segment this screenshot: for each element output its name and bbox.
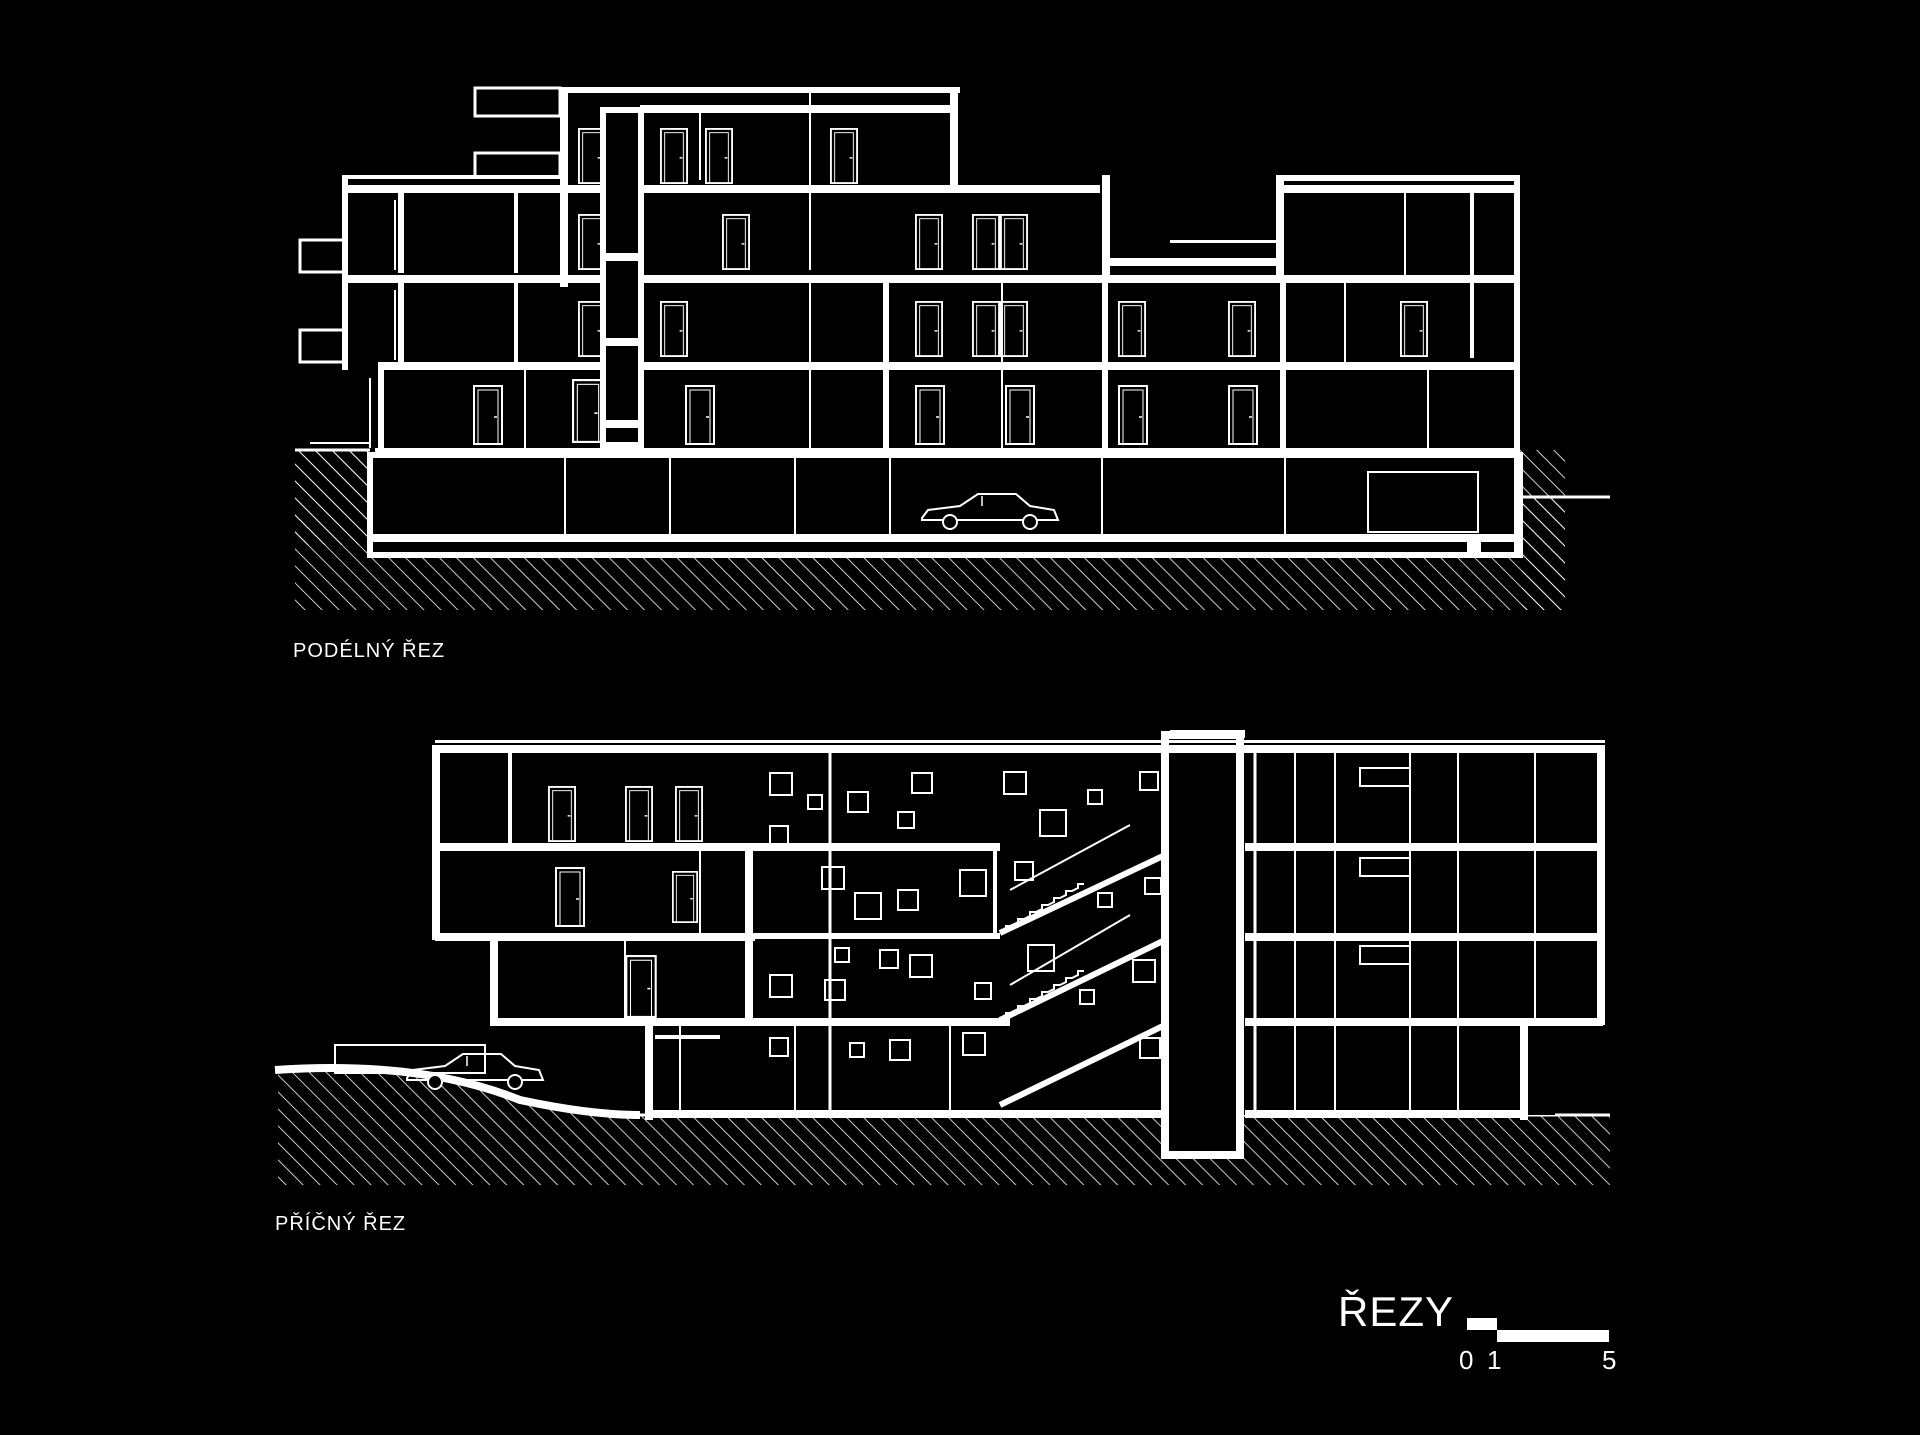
door-icon: [625, 955, 657, 1018]
door-icon: [830, 127, 858, 185]
door-icon: [672, 870, 698, 924]
door-icon: [660, 127, 688, 185]
door-icon: [548, 785, 576, 843]
longitudinal-section-label: PODÉLNÝ ŘEZ: [293, 640, 446, 662]
door-icon: [1000, 213, 1028, 271]
door-icon: [1118, 385, 1148, 445]
door-icon: [705, 127, 733, 185]
door-icon: [1228, 385, 1258, 445]
door-icon: [1005, 385, 1035, 445]
door-icon: [1118, 300, 1146, 358]
door-icon: [555, 866, 585, 928]
door-icon: [578, 213, 606, 271]
door-icon: [675, 785, 703, 843]
door-icon: [1000, 300, 1028, 358]
scale-tick-label: 1: [1487, 1345, 1502, 1375]
longitudinal-section: [295, 86, 1610, 610]
transverse-section-label: PŘÍČNÝ ŘEZ: [275, 1213, 407, 1235]
sheet-title: ŘEZY: [1338, 1288, 1455, 1335]
door-icon: [722, 213, 750, 271]
wall-openings: [769, 771, 1162, 1061]
transverse-section: [274, 730, 1610, 1185]
door-icon: [915, 213, 943, 271]
door-icon: [572, 378, 604, 444]
door-icon: [915, 385, 945, 445]
scale-tick-label: 0: [1459, 1345, 1474, 1375]
door-icon: [685, 385, 715, 445]
door-icon: [972, 300, 1000, 358]
door-icon: [1228, 300, 1256, 358]
scale-tick-label: 5: [1602, 1345, 1617, 1375]
scale-bar: [1467, 1318, 1609, 1342]
door-icon: [578, 300, 606, 358]
door-icon: [578, 127, 606, 185]
door-icon: [473, 385, 503, 445]
door-icon: [1400, 300, 1428, 358]
door-icon: [972, 213, 1000, 271]
door-icon: [625, 785, 653, 843]
door-icon: [660, 300, 688, 358]
door-icon: [915, 300, 943, 358]
